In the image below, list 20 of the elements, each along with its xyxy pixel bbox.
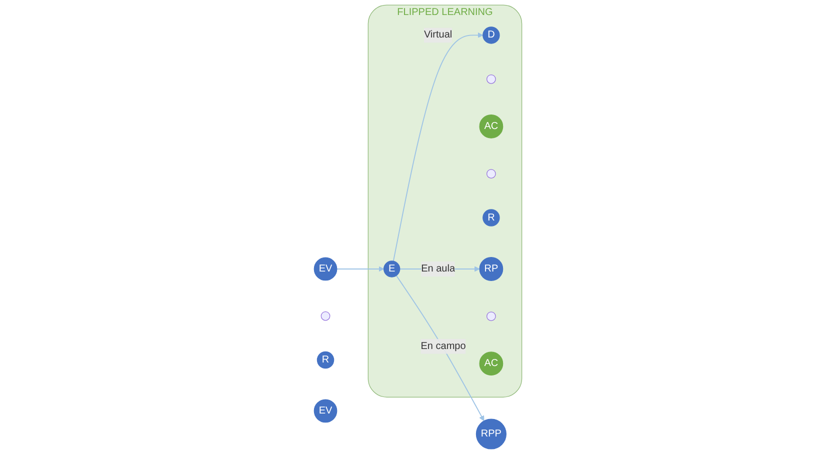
arrow [336, 266, 384, 272]
node-circle: EV [313, 399, 337, 423]
node-circle: AC [478, 114, 503, 138]
node-circle: R [482, 209, 500, 226]
node-circle [486, 312, 496, 321]
node-circle: E [383, 260, 400, 278]
node-circle: R [316, 351, 334, 369]
node-circle [486, 169, 496, 178]
node-circle: EV [313, 257, 337, 281]
node-circle: RPP [475, 418, 506, 450]
edge-label: Virtual [423, 30, 452, 40]
node-circle [320, 311, 330, 321]
edge-label: En campo [420, 340, 466, 352]
arrow [392, 32, 483, 262]
edge-label: En aula [420, 263, 455, 274]
node-circle: RP [478, 257, 503, 281]
node-circle [486, 74, 496, 84]
node-circle: D [482, 26, 500, 44]
arrow [395, 275, 484, 422]
node-circle: AC [478, 352, 503, 376]
